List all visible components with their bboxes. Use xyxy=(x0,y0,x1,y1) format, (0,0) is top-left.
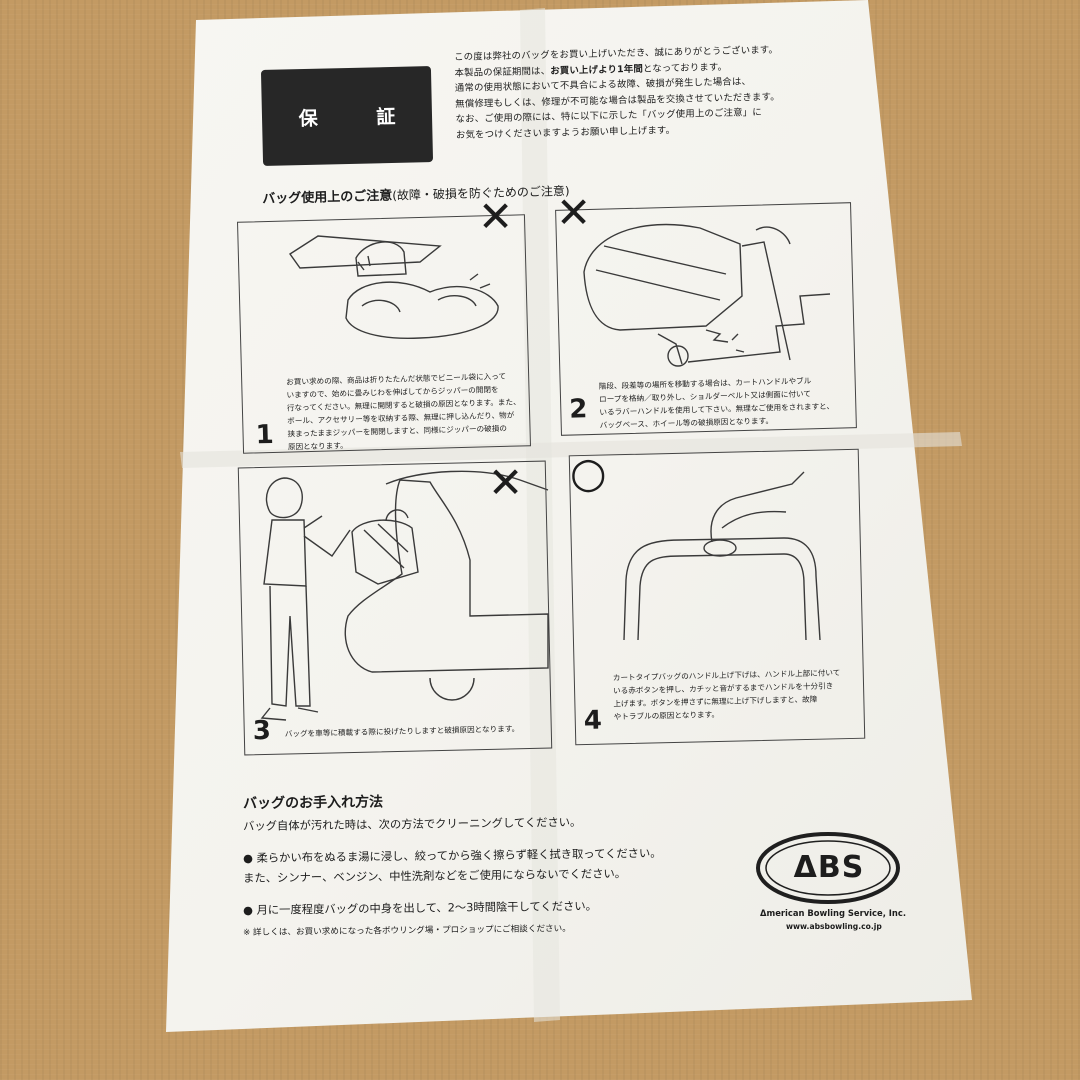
caution-heading: バッグ使用上のご注意(故障・破損を防ぐためのご注意) xyxy=(262,180,570,207)
panel-2-number: 2 xyxy=(568,394,588,425)
warranty-period: お買い上げより1年間 xyxy=(550,63,644,77)
care-title: バッグのお手入れ方法 xyxy=(243,794,384,812)
warranty-intro: この度は弊社のバッグをお買い上げいただき、誠にありがとうございます。 本製品の保… xyxy=(454,42,816,144)
panel-2-text: 階段、段差等の場所を移動する場合は、カートハンドルやブル ロープを格納／取り外し… xyxy=(598,376,835,430)
company-name: Δmerican Bowling Service, Inc. xyxy=(760,908,907,918)
ng-mark-icon: ✕ xyxy=(556,188,592,237)
caution-panel-4: 4 カートタイプバッグのハンドル上げ下げは、ハンドル上部に付いて いる赤ボタンを… xyxy=(568,448,866,746)
ng-mark-icon: ✕ xyxy=(478,192,514,241)
panel-3-text: バッグを車等に積載する際に投げたりしますと破損原因となります。 xyxy=(284,724,520,739)
caution-title: バッグ使用上のご注意 xyxy=(262,188,393,207)
caution-panel-2: 階段、段差等の場所を移動する場合は、カートハンドルやブル ロープを格納／取り外し… xyxy=(555,202,857,436)
panel-1-number: 1 xyxy=(255,419,275,451)
care-note: ※ 詳しくは、お買い求めになった各ボウリング場・プロショップにご相談ください。 xyxy=(243,923,571,938)
ok-mark-icon: ○ xyxy=(570,448,607,497)
care-bullet-2: ● 月に一度程度バッグの中身を出して、2～3時間陰干してください。 xyxy=(243,899,598,917)
care-bullet-1-cont: また、シンナー、ベンジン、中性洗剤などをご使用にならないでください。 xyxy=(243,867,627,885)
abs-logo: ΔBS xyxy=(793,850,865,885)
ng-mark-icon: ✕ xyxy=(488,458,524,507)
care-bullet-1: ● 柔らかい布をぬるま湯に浸し、絞ってから強く擦らず軽く拭き取ってください。 xyxy=(243,846,662,865)
caution-panel-1: お買い求めの際、商品は折りたたんだ状態でビニール袋に入って いますので、始めに畳… xyxy=(237,214,531,454)
panel-1-text: お買い求めの際、商品は折りたたんだ状態でビニール袋に入って いますので、始めに畳… xyxy=(286,371,521,452)
panel-4-text: カートタイプバッグのハンドル上げ下げは、ハンドル上部に付いて いる赤ボタンを押し… xyxy=(612,668,841,722)
company-url: www.absbowling.co.jp xyxy=(786,922,882,931)
care-intro: バッグ自体が汚れた時は、次の方法でクリーニングしてください。 xyxy=(243,815,582,833)
panel-4-number: 4 xyxy=(583,705,603,737)
panel-3-number: 3 xyxy=(252,715,272,747)
warranty-badge: 保 証 xyxy=(260,66,434,166)
